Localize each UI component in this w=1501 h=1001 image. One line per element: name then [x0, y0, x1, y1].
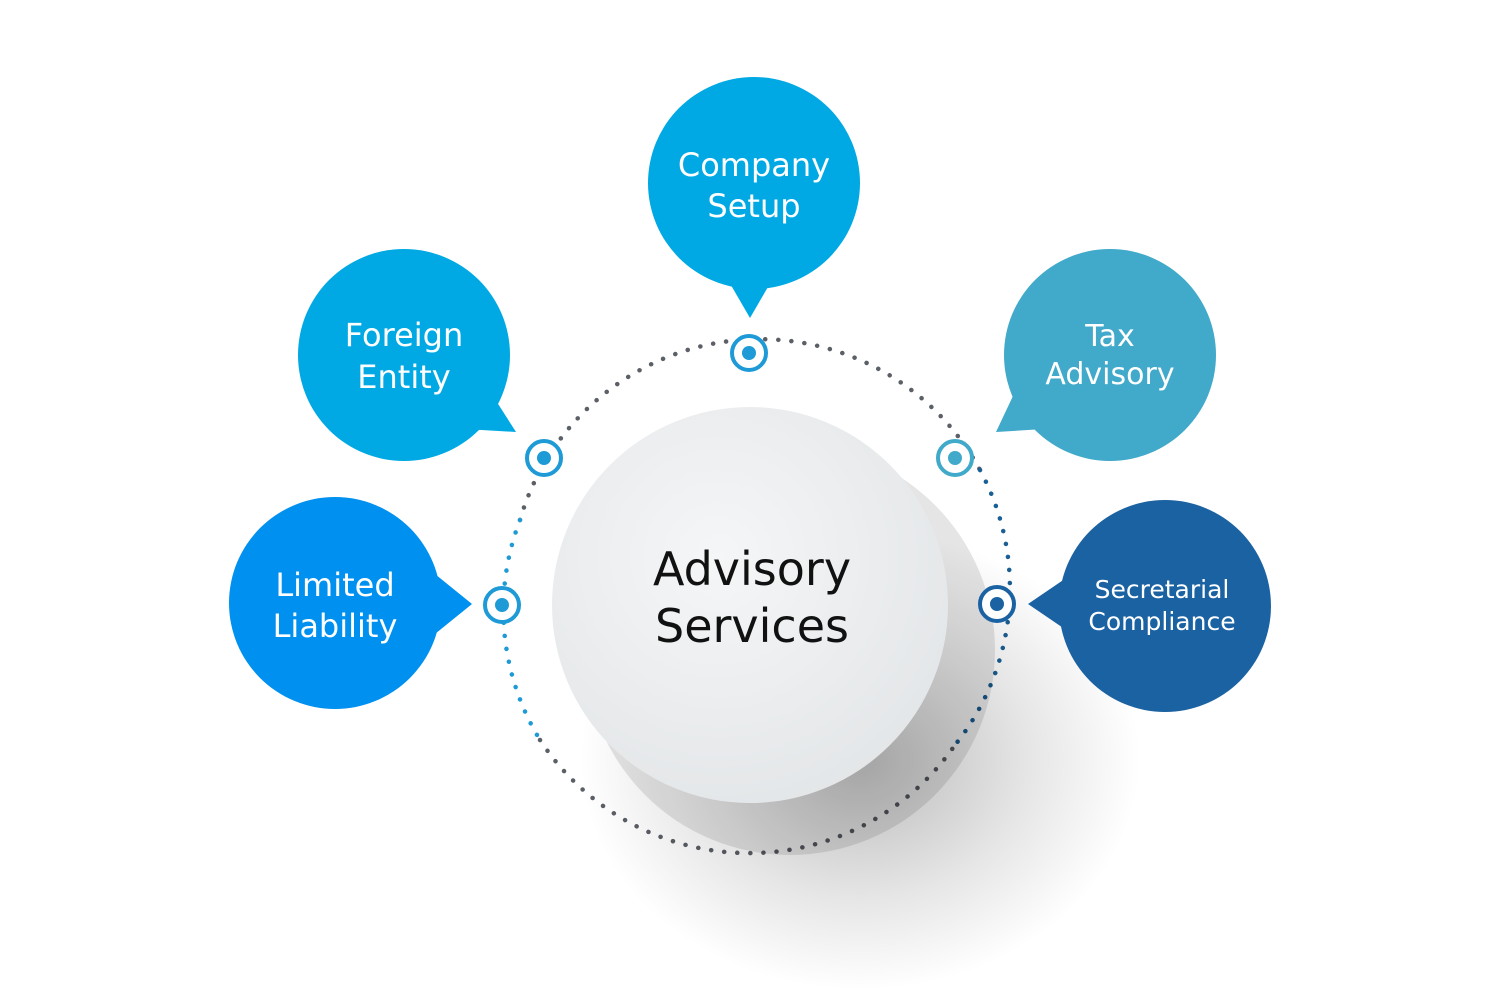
label-limited-liability-line1: Limited — [275, 566, 394, 604]
bubble-secretarial-compliance — [1059, 500, 1271, 712]
bubble-company-setup — [648, 77, 860, 289]
node-tax-advisory: Tax Advisory — [996, 249, 1216, 461]
center-label-line1: Advisory — [653, 542, 851, 596]
label-foreign-entity-line2: Entity — [357, 358, 450, 396]
label-secretarial-compliance-line1: Secretarial — [1095, 575, 1230, 604]
center-circle — [552, 407, 948, 803]
label-company-setup-line2: Setup — [707, 187, 800, 225]
bubble-tail-company-setup — [728, 280, 772, 318]
ring-arc-top — [517, 336, 983, 523]
ring-arc-left — [501, 517, 543, 743]
center-node: Advisory Services — [552, 407, 948, 803]
bubble-tail-limited-liability — [430, 570, 472, 638]
label-company-setup-line1: Company — [678, 146, 830, 184]
bubble-tax-advisory — [1004, 249, 1216, 461]
label-limited-liability-line2: Liability — [273, 607, 398, 645]
bubble-limited-liability — [229, 497, 441, 709]
node-secretarial-compliance: Secretarial Compliance — [1028, 500, 1271, 712]
label-foreign-entity-line1: Foreign — [345, 316, 463, 354]
marker-secretarial-compliance — [978, 585, 1016, 623]
marker-tax-advisory — [936, 439, 974, 477]
center-label-line2: Services — [655, 599, 849, 653]
marker-limited-liability — [483, 586, 521, 624]
label-secretarial-compliance-line2: Compliance — [1088, 607, 1235, 636]
label-tax-advisory-line1: Tax — [1084, 319, 1135, 354]
marker-foreign-entity — [525, 439, 563, 477]
marker-company-setup — [730, 334, 768, 372]
node-foreign-entity: Foreign Entity — [298, 249, 516, 461]
bubble-foreign-entity — [298, 249, 510, 461]
label-tax-advisory-line2: Advisory — [1045, 357, 1174, 392]
node-limited-liability: Limited Liability — [229, 497, 472, 709]
node-company-setup: Company Setup — [648, 77, 860, 318]
